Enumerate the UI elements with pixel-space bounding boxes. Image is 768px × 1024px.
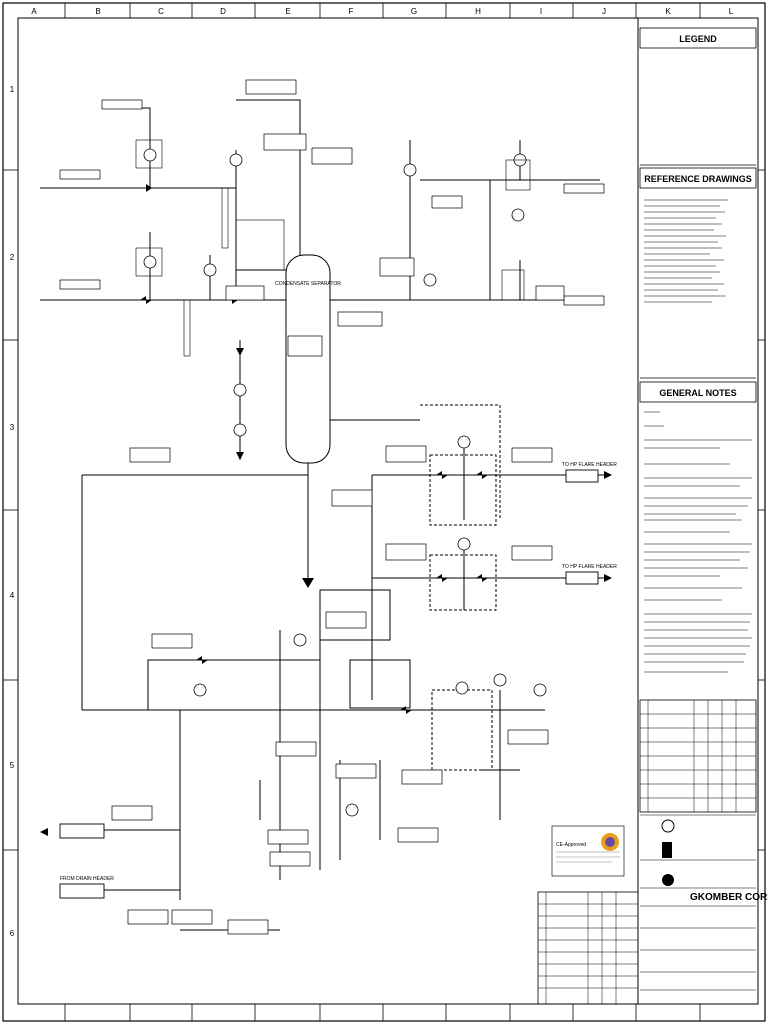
col-label: B	[95, 7, 100, 16]
col-label: G	[411, 7, 417, 16]
owner-logo-icon	[662, 874, 674, 886]
row-label: 3	[10, 423, 15, 432]
general-notes-lines	[644, 411, 752, 673]
valve-icon	[400, 706, 412, 714]
legend-title: LEGEND	[679, 34, 717, 44]
drawing-frame	[17, 17, 759, 1005]
row-label: 5	[10, 761, 15, 770]
company-logo-icon	[661, 819, 675, 833]
valve-icon	[236, 452, 244, 460]
col-label: L	[729, 7, 734, 16]
reference-list-lines	[644, 199, 728, 303]
col-label: F	[349, 7, 354, 16]
arrow-right-icon	[604, 471, 612, 479]
drain-line-label: FROM DRAIN HEADER	[60, 876, 114, 882]
equipment-racks	[135, 139, 531, 357]
valve-icon	[476, 574, 488, 582]
col-label: J	[602, 7, 606, 16]
valve-icon	[236, 348, 244, 356]
col-label: I	[540, 7, 542, 16]
valve-icon	[436, 574, 448, 582]
row-label: 1	[10, 85, 15, 94]
grid-ticks	[3, 3, 765, 1021]
right-panel: LEGEND REFERENCE DRAWINGS GENERAL NOTES	[637, 18, 768, 1004]
row-label: 6	[10, 929, 15, 938]
row-labels: 1 2 3 4 5 6	[10, 85, 15, 938]
flare-line-label-2: TO HP FLARE HEADER	[562, 564, 617, 570]
stamp-text: CE-Approved	[556, 842, 586, 848]
valve-icon	[196, 656, 208, 664]
line-tag-boxes	[59, 79, 605, 935]
general-notes-title: GENERAL NOTES	[659, 388, 736, 398]
column-labels: A B C D E F G H I J K L	[31, 7, 733, 16]
valve-icon	[476, 471, 488, 479]
vessel-label: CONDENSATE SEPARATOR	[275, 281, 341, 287]
offpage-connectors	[59, 469, 599, 899]
row-label: 4	[10, 591, 15, 600]
arrow-down-icon	[302, 578, 314, 588]
arrow-right-icon	[604, 574, 612, 582]
instrument-bubbles	[143, 148, 547, 817]
flow-arrows	[40, 471, 612, 836]
row-label: 2	[10, 253, 15, 262]
arrow-left-icon	[40, 828, 48, 836]
valve-icon	[140, 184, 152, 192]
col-label: C	[158, 7, 164, 16]
valve-icon	[436, 471, 448, 479]
col-label: A	[31, 7, 37, 16]
valve-icon	[140, 296, 152, 304]
company-name: GKOMBER CORP	[690, 892, 768, 903]
col-label: K	[665, 7, 671, 16]
contractor-logo-icon	[662, 842, 672, 858]
col-label: E	[285, 7, 290, 16]
bottom-revision-table	[537, 891, 639, 1005]
flare-line-label-1: TO HP FLARE HEADER	[562, 462, 617, 468]
reference-drawings-title: REFERENCE DRAWINGS	[644, 174, 752, 184]
process-lines	[40, 99, 600, 931]
approval-stamp: CE-Approved	[551, 825, 625, 877]
col-label: H	[475, 7, 481, 16]
col-label: D	[220, 7, 226, 16]
